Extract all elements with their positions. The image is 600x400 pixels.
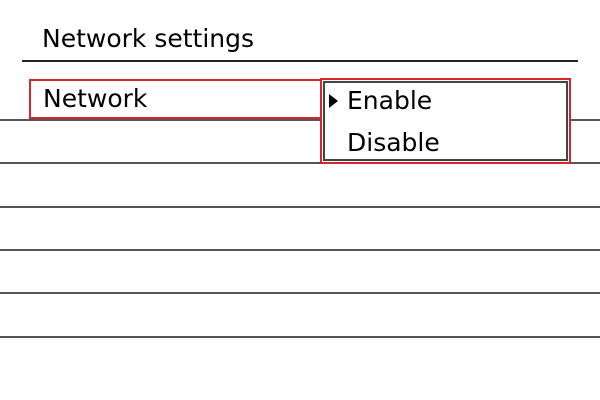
setting-row-network[interactable]: Network <box>29 79 323 119</box>
page-title: Network settings <box>42 24 255 53</box>
triangle-right-icon <box>329 94 338 108</box>
setting-label: Network <box>43 84 148 113</box>
title-divider <box>22 60 578 62</box>
row-divider <box>0 249 600 251</box>
option-disable[interactable]: Disable <box>347 128 440 158</box>
row-divider <box>0 206 600 208</box>
row-divider <box>0 292 600 294</box>
option-enable[interactable]: Enable <box>347 86 432 116</box>
option-label: Enable <box>347 86 433 115</box>
row-divider <box>0 119 600 121</box>
option-label: Disable <box>347 128 440 157</box>
row-divider <box>0 162 600 164</box>
network-options-dropdown[interactable]: Enable Disable <box>320 78 571 164</box>
row-divider <box>0 336 600 338</box>
